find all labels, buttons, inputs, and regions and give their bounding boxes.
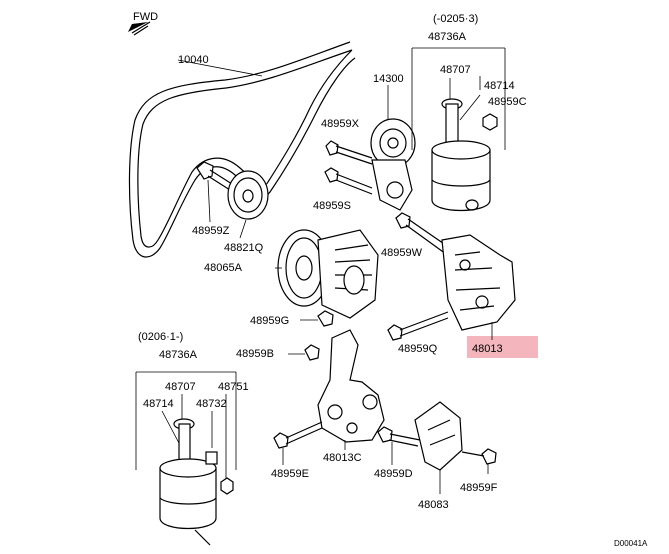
label-48714-top: 48714	[484, 80, 515, 92]
idler-pulley	[227, 170, 269, 220]
label-48959S: 48959S	[313, 200, 351, 212]
bolt-x	[325, 140, 373, 165]
label-48013C: 48013C	[323, 452, 362, 464]
bolt-b	[304, 344, 320, 361]
lower-bracket	[317, 329, 385, 443]
fwd-arrow-icon	[128, 21, 151, 36]
stay-bracket	[414, 401, 463, 471]
label-10040: 10040	[178, 54, 209, 66]
label-48959Z: 48959Z	[192, 225, 230, 237]
label-48959Q: 48959Q	[398, 343, 438, 355]
label-48707-bottom: 48707	[165, 381, 196, 393]
reservoir-bottom	[159, 418, 234, 546]
label-48959B: 48959B	[236, 348, 274, 360]
variant-top: (-0205·3)	[433, 13, 478, 25]
label-48751: 48751	[218, 381, 249, 393]
label-14300: 14300	[373, 73, 404, 85]
bolt-f	[461, 448, 497, 465]
variant-bottom: (0206·1-)	[138, 331, 183, 343]
label-48707-top: 48707	[440, 64, 471, 76]
bolt-z	[196, 161, 233, 191]
label-48013: 48013	[472, 343, 503, 355]
bolt-e	[273, 421, 323, 449]
bolt-s	[324, 167, 373, 195]
label-48959F: 48959F	[460, 482, 498, 494]
label-48065A: 48065A	[204, 262, 243, 274]
label-48736A-bottom: 48736A	[159, 349, 198, 361]
label-48083: 48083	[418, 499, 449, 511]
label-48732: 48732	[196, 398, 227, 410]
reservoir-top	[431, 98, 498, 212]
label-48959C: 48959C	[488, 96, 527, 108]
drive-belt	[128, 41, 356, 258]
power-steering-pump	[277, 229, 379, 319]
label-48959G: 48959G	[250, 315, 289, 327]
label-48821Q: 48821Q	[224, 242, 264, 254]
label-48959D: 48959D	[374, 468, 413, 480]
label-48736A-top: 48736A	[428, 31, 467, 43]
label-48714-bottom: 48714	[143, 398, 174, 410]
label-48959E: 48959E	[271, 468, 309, 480]
fwd-label: FWD	[133, 11, 158, 23]
bolt-d	[377, 426, 421, 447]
bolt-q	[387, 311, 449, 341]
tensioner-assembly	[370, 118, 416, 211]
bolt-g	[317, 310, 334, 327]
diagram-code: D00041A	[614, 539, 648, 548]
mounting-bracket	[441, 234, 516, 331]
label-48959W: 48959W	[381, 247, 423, 259]
highlight-box	[467, 336, 538, 358]
label-48959X: 48959X	[321, 118, 360, 130]
